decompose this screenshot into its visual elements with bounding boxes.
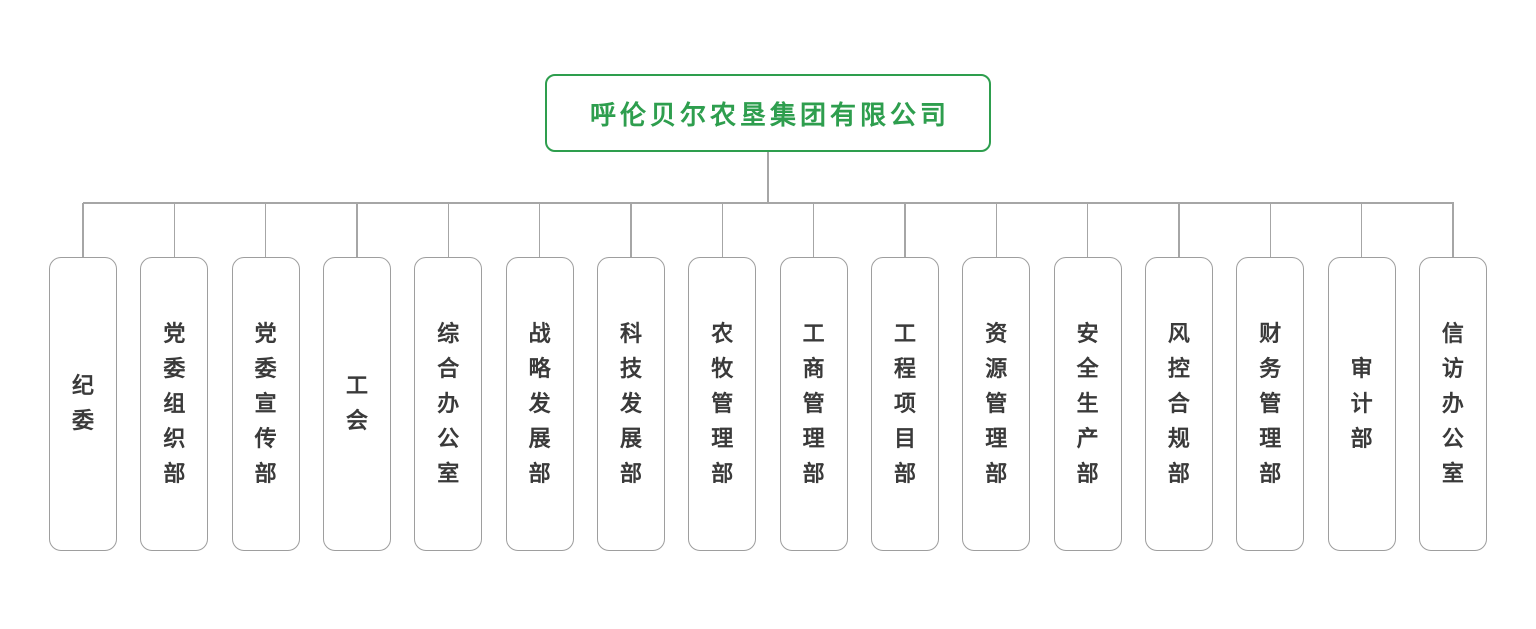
dept-label: 财务管理部 <box>1259 321 1282 487</box>
dept-cell-8: 农牧管理部 <box>688 203 757 551</box>
connector-drop-line <box>538 203 541 257</box>
dept-label: 审计部 <box>1350 356 1373 452</box>
dept-box-10: 工程项目部 <box>870 257 939 551</box>
dept-box-11: 资源管理部 <box>962 257 1031 551</box>
dept-box-3: 党委宣传部 <box>231 257 300 551</box>
connector-drop-line <box>904 203 906 257</box>
connector-drop-line <box>173 203 176 257</box>
connector-drop-line <box>1086 203 1089 257</box>
root-company-title: 呼伦贝尔农垦集团有限公司 <box>589 100 950 131</box>
dept-cell-13: 风控合规部 <box>1144 203 1213 551</box>
connector-drop-line <box>630 203 632 257</box>
dept-box-9: 工商管理部 <box>779 257 848 551</box>
dept-cell-7: 科技发展部 <box>596 203 665 551</box>
dept-cell-14: 财务管理部 <box>1236 203 1305 551</box>
dept-cell-11: 资源管理部 <box>962 203 1031 551</box>
dept-box-13: 风控合规部 <box>1144 257 1213 551</box>
dept-label: 农牧管理部 <box>711 321 734 487</box>
connector-stem-line <box>767 152 769 203</box>
dept-cell-16: 信访办公室 <box>1418 203 1487 551</box>
dept-label: 纪委 <box>71 374 94 434</box>
connector-drop-line <box>1360 203 1363 257</box>
dept-label: 工会 <box>345 374 368 434</box>
connector-drop-line <box>1452 203 1454 257</box>
dept-cell-10: 工程项目部 <box>870 203 939 551</box>
connector-drop-line <box>721 203 724 257</box>
dept-box-6: 战略发展部 <box>505 257 574 551</box>
dept-cell-2: 党委组织部 <box>140 203 209 551</box>
dept-label: 安全生产部 <box>1076 321 1099 487</box>
dept-label: 工商管理部 <box>802 321 825 487</box>
departments-row: 纪委 党委组织部 党委宣传部 工会 综合办公室 战略发展部 科技发展部 农牧管理部 工商管理部 工… <box>49 203 1487 551</box>
dept-label: 风控合规部 <box>1167 321 1190 487</box>
dept-cell-15: 审计部 <box>1327 203 1396 551</box>
dept-label: 战略发展部 <box>528 321 551 487</box>
dept-box-4: 工会 <box>322 257 391 551</box>
connector-drop-line <box>1178 203 1180 257</box>
connector-drop-line <box>264 203 267 257</box>
dept-cell-5: 综合办公室 <box>414 203 483 551</box>
dept-label: 党委宣传部 <box>254 321 277 487</box>
connector-drop-line <box>1269 203 1272 257</box>
dept-box-7: 科技发展部 <box>596 257 665 551</box>
dept-cell-3: 党委宣传部 <box>231 203 300 551</box>
dept-box-16: 信访办公室 <box>1418 257 1487 551</box>
root-company-box: 呼伦贝尔农垦集团有限公司 <box>545 74 991 152</box>
connector-drop-line <box>356 203 358 257</box>
dept-label: 综合办公室 <box>437 321 460 487</box>
dept-cell-4: 工会 <box>322 203 391 551</box>
connector-drop-line <box>82 203 84 257</box>
dept-box-8: 农牧管理部 <box>688 257 757 551</box>
dept-label: 资源管理部 <box>985 321 1008 487</box>
connector-drop-line <box>995 203 998 257</box>
dept-box-1: 纪委 <box>49 257 117 551</box>
dept-cell-1: 纪委 <box>49 203 117 551</box>
dept-box-2: 党委组织部 <box>140 257 209 551</box>
dept-cell-12: 安全生产部 <box>1053 203 1122 551</box>
dept-label: 信访办公室 <box>1441 321 1464 487</box>
connector-drop-line <box>447 203 450 257</box>
dept-label: 工程项目部 <box>893 321 916 487</box>
connector-horizontal-line <box>83 202 1454 204</box>
dept-cell-9: 工商管理部 <box>779 203 848 551</box>
dept-cell-6: 战略发展部 <box>505 203 574 551</box>
dept-box-12: 安全生产部 <box>1053 257 1122 551</box>
connector-drop-line <box>812 203 815 257</box>
dept-label: 党委组织部 <box>163 321 186 487</box>
dept-box-15: 审计部 <box>1327 257 1396 551</box>
dept-box-5: 综合办公室 <box>414 257 483 551</box>
dept-box-14: 财务管理部 <box>1236 257 1305 551</box>
dept-label: 科技发展部 <box>619 321 642 487</box>
